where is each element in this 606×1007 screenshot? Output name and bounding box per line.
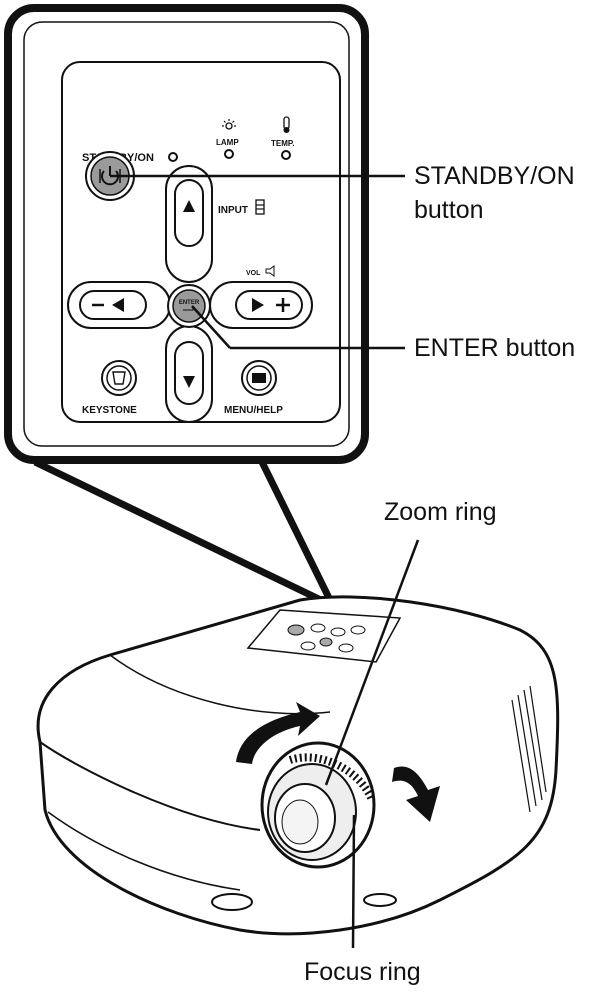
keystone-button[interactable]	[101, 360, 137, 396]
callout-cone-right	[258, 460, 334, 602]
lamp-indicator	[224, 149, 234, 159]
temp-label: TEMP.	[271, 139, 294, 148]
enter-button-label: ENTER	[179, 300, 200, 306]
menu-icon	[252, 373, 266, 383]
menu-help-button[interactable]	[241, 360, 277, 396]
temp-icon	[283, 116, 290, 133]
input-label: INPUT	[218, 205, 248, 216]
up-arrow-icon	[183, 200, 195, 212]
zoom-ring-callout: Zoom ring	[384, 498, 497, 526]
projector-lens	[260, 741, 376, 869]
speaker-icon	[265, 265, 275, 277]
enter-callout: ENTER button	[414, 334, 576, 362]
control-panel-callout: STANDBY/ON LAMP TEMP.	[4, 4, 369, 606]
zoom-ring-grip	[288, 753, 376, 802]
standby-indicator	[168, 152, 178, 162]
projector-illustration	[36, 595, 560, 936]
projector-vents	[511, 685, 547, 813]
focus-ring-callout: Focus ring	[304, 958, 421, 986]
zoom-leader-line	[324, 539, 420, 786]
enter-leader-line-a	[191, 305, 231, 349]
callout-cone-left	[33, 458, 327, 606]
focus-leader-line	[351, 814, 356, 949]
panel-inner-frame	[23, 21, 350, 447]
lamp-label: LAMP	[216, 138, 239, 147]
left-arrow-icon	[112, 298, 124, 312]
lamp-icon	[222, 119, 236, 130]
standby-callout-line2: button	[414, 196, 484, 224]
temp-indicator	[281, 150, 291, 160]
right-volume-button[interactable]	[209, 281, 313, 329]
standby-callout-line1: STANDBY/ON	[414, 162, 575, 190]
up-button[interactable]	[165, 165, 213, 283]
enter-button[interactable]: ENTER	[167, 284, 211, 328]
rotate-arrow-icon	[236, 702, 320, 764]
rotate-arrow-icon-right	[392, 766, 440, 822]
vol-label: VOL	[246, 270, 261, 277]
down-button[interactable]	[165, 325, 213, 423]
right-arrow-icon	[252, 298, 264, 312]
projector-top-panel	[246, 609, 402, 663]
menu-help-label: MENU/HELP	[224, 405, 283, 416]
keystone-icon	[112, 371, 126, 385]
input-icon	[255, 199, 265, 215]
keystone-label: KEYSTONE	[82, 405, 137, 416]
left-volume-button[interactable]	[67, 281, 171, 329]
down-arrow-icon	[183, 376, 195, 388]
projector-foot	[211, 893, 253, 911]
